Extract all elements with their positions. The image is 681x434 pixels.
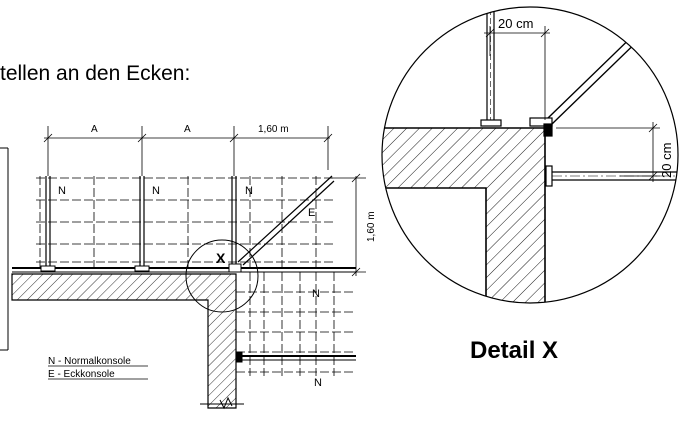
building-wall-detail <box>382 127 546 303</box>
detail-circle-outline <box>381 6 679 304</box>
dimension-a-2: A <box>184 124 191 135</box>
bottom-ledger <box>12 267 356 273</box>
label-normal-bracket-4: N <box>312 288 320 300</box>
top-dimension-line <box>43 126 333 176</box>
detail-corner-clamp <box>529 117 553 137</box>
detail-dimension-side-label: 20 cm <box>659 143 674 178</box>
corner-bracket-diagonal <box>237 175 335 266</box>
detail-title: Detail X <box>470 337 558 364</box>
standard-base-plates <box>40 263 242 273</box>
plan-view: A A 1,60 m 1,60 m <box>11 124 377 410</box>
wall-break-line <box>200 396 244 410</box>
building-wall-plan <box>11 273 237 409</box>
scaffold-bays <box>36 176 334 268</box>
detail-diagonal-tube <box>547 7 678 125</box>
scaffold-standards <box>45 176 237 268</box>
return-standard <box>235 351 356 363</box>
label-detail-x: X <box>216 250 226 266</box>
right-dimension-line <box>330 173 366 277</box>
dimension-corner-horizontal: 1,60 m <box>258 124 289 135</box>
detail-x-view: 20 cm 20 cm Detail X <box>381 6 679 364</box>
legend-corner-bracket: E - Eckkonsole <box>48 369 115 380</box>
legend: N - Normalkonsole E - Eckkonsole <box>48 356 148 380</box>
heading-fragment: tellen an den Ecken: <box>0 62 190 85</box>
legend-normal-bracket: N - Normalkonsole <box>48 356 131 367</box>
label-normal-bracket-5: N <box>314 377 322 389</box>
detail-dimension-top <box>484 26 550 120</box>
detail-ledger-clamp <box>545 165 553 187</box>
label-normal-bracket-2: N <box>152 185 160 197</box>
detail-dimension-side <box>556 122 660 182</box>
left-frame-fragment <box>0 147 9 351</box>
return-scaffold-bays <box>236 272 356 376</box>
detail-standard-clamp <box>480 119 502 127</box>
detail-x-marker-circle <box>185 239 259 313</box>
detail-dimension-top-label: 20 cm <box>498 16 533 31</box>
dimension-a-1: A <box>91 124 98 135</box>
label-normal-bracket-1: N <box>58 185 66 197</box>
detail-standard-tube <box>486 7 495 120</box>
label-corner-bracket: E <box>308 207 315 219</box>
label-normal-bracket-3: N <box>245 185 253 197</box>
dimension-corner-vertical: 1,60 m <box>366 211 377 242</box>
